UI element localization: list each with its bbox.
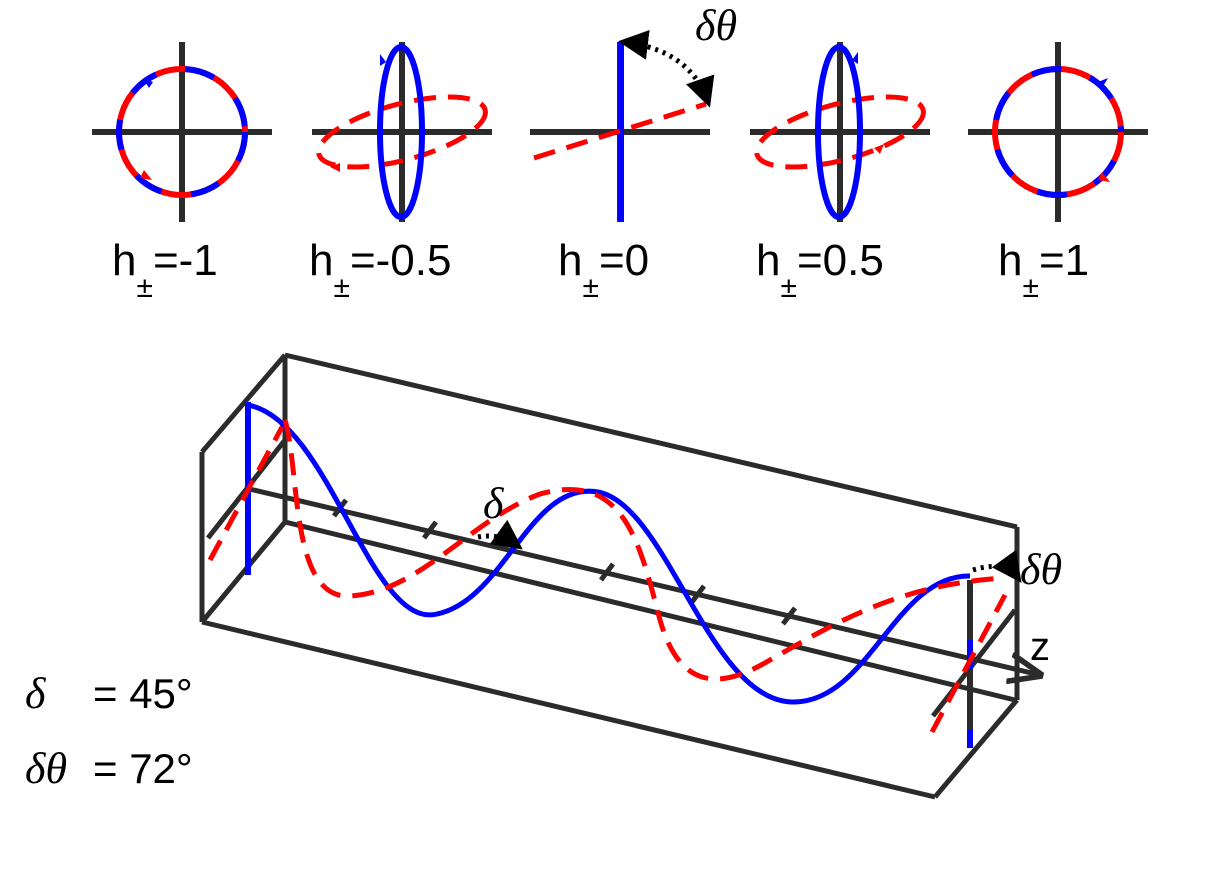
panel-label-3: h±=0: [558, 236, 649, 304]
end-polarization-red: [929, 593, 1008, 734]
start-polarization-red: [207, 414, 291, 562]
panel-label-2: h±=-0.5: [309, 236, 451, 304]
wave-delta-mark: δ: [483, 479, 505, 528]
rotation-arrow-icon: [852, 52, 858, 64]
z-axis: [244, 485, 1040, 675]
delta-theta-arc-arrow: [618, 30, 715, 108]
wave-blue: [247, 402, 971, 705]
polarization-ellipse-blue: [815, 44, 863, 220]
polarization-circle-blue: [116, 66, 248, 198]
box-edge: [200, 353, 287, 454]
parameters: δ = 45° δθ = 72°: [25, 669, 193, 793]
axis-tick: [690, 584, 706, 604]
box-edge: [931, 608, 1017, 718]
rotation-arrow-icon: [1098, 78, 1108, 88]
wave-red: [282, 419, 1004, 682]
linear-polarization-red: [533, 101, 707, 161]
rotation-arrow-icon: [380, 54, 386, 66]
rotation-arrow-icon: [330, 163, 340, 172]
panel-h-0.5: [750, 42, 930, 222]
axis-tick: [422, 520, 438, 540]
rotation-arrow-icon: [143, 78, 153, 88]
panel-h-minus-0.5: [312, 42, 492, 222]
axis-tick: [781, 606, 797, 626]
rotation-arrow-icon: [1098, 172, 1110, 182]
panel-labels: h±=-1 h±=-0.5 h±=0 h±=0.5 h±=1: [112, 236, 1089, 304]
rotation-arrow-icon: [140, 170, 152, 180]
wave-delta-theta-mark: δθ: [1020, 545, 1062, 594]
panel-label-4: h±=0.5: [756, 236, 884, 304]
panel-h-plus-1: [968, 42, 1148, 222]
delta-theta-symbol: δθ: [25, 744, 67, 793]
box-edge: [200, 520, 287, 624]
polarization-circle-blue: [992, 66, 1124, 198]
box-edge: [201, 619, 936, 800]
z-axis-label: z: [1030, 625, 1050, 669]
delta-symbol: δ: [25, 669, 47, 718]
end-delta-theta-arc-arrow: [972, 549, 1022, 583]
panel-h-minus-1: [92, 42, 272, 222]
box-edge: [284, 352, 1018, 530]
panel-label-5: h±=1: [998, 236, 1089, 304]
panel-label-1: h±=-1: [112, 236, 218, 304]
polarization-ellipse-blue: [377, 44, 425, 220]
axis-tick: [599, 562, 615, 582]
polarization-ellipse-red: [754, 94, 926, 170]
delta-theta-value: = 72°: [93, 745, 193, 792]
panel-h-0: δθ: [530, 1, 737, 222]
box-edge: [933, 698, 1019, 799]
z-axis-group: z: [244, 485, 1050, 675]
rotation-arrow-icon: [874, 144, 884, 154]
polarization-ellipse-red: [316, 94, 488, 170]
delta-value: = 45°: [93, 670, 193, 717]
top-delta-theta-annotation: δθ: [695, 1, 737, 50]
box-edge: [284, 519, 1016, 703]
